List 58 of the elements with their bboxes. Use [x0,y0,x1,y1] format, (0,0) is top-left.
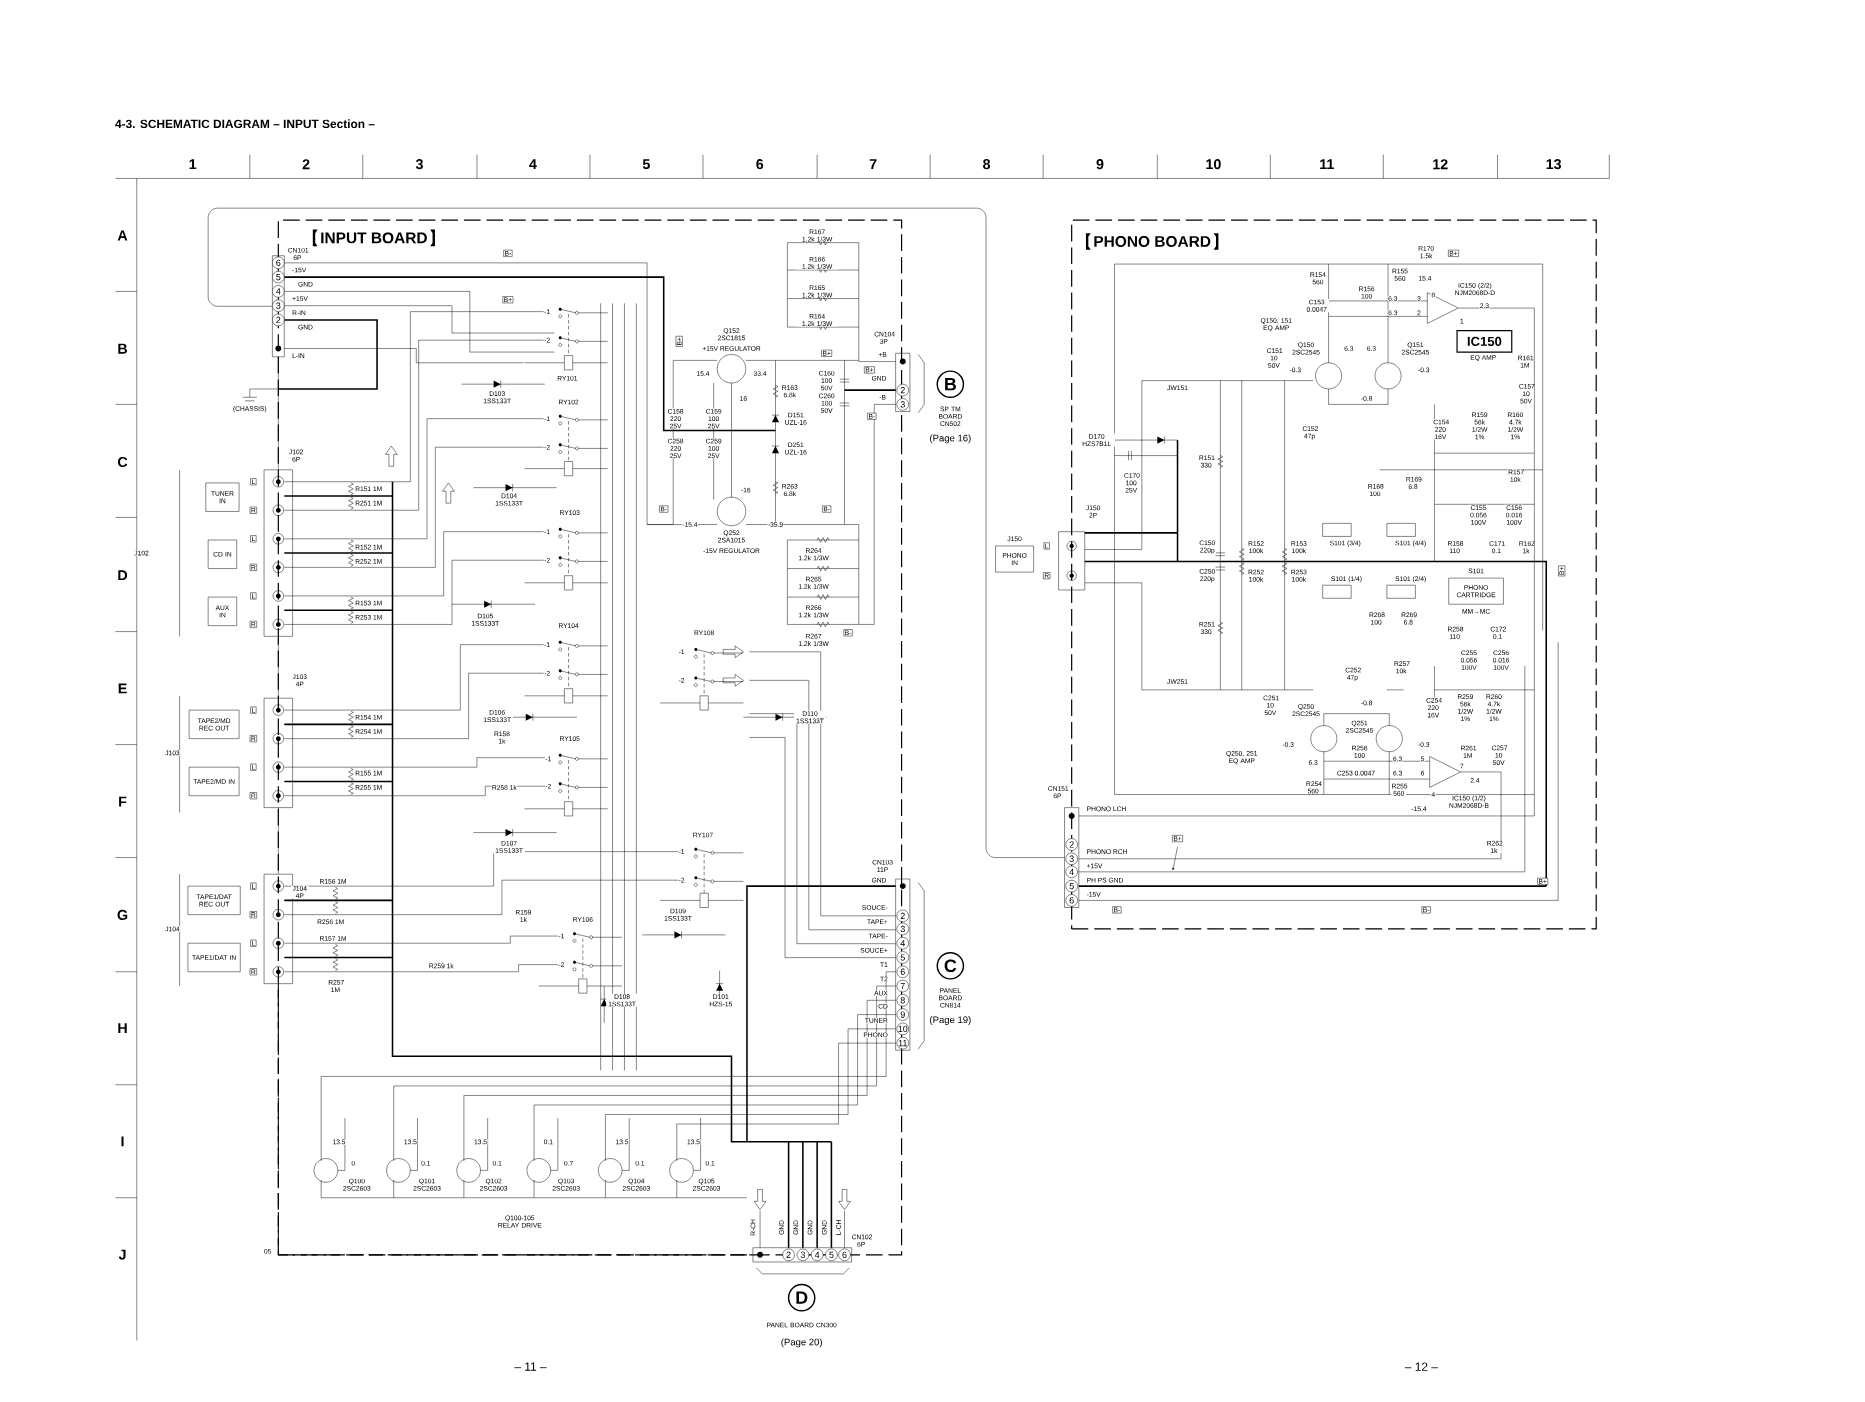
grid-reference: G [117,909,128,920]
page-number: – 12 – [1404,1362,1438,1371]
pin-number: 5 [1065,879,1078,893]
grid-reference: B [118,343,128,354]
grid-reference: 13 [1546,158,1562,170]
pin-number: 10 [896,1022,909,1035]
grid-reference: 8 [983,158,991,170]
grid-reference: 7 [869,159,877,169]
ic-label-box: IC150 [1456,329,1513,353]
pin-number: 2 [1065,838,1078,851]
pin-number: 2 [782,1248,795,1261]
grid-reference: C [117,456,128,467]
grid-reference: 12 [1433,159,1448,169]
grid-reference: I [121,1136,124,1147]
pin-number: 2 [896,909,909,922]
grid-reference: 4 [529,159,537,169]
grid-reference: 11 [1320,159,1334,169]
cable-line [207,207,1065,858]
pin-number: 5 [896,951,909,964]
pin-number: 3 [896,398,909,411]
grid-reference: 6 [756,158,764,170]
grid-reference: H [118,1023,127,1033]
grid-reference: F [119,796,127,807]
pin-number: 4 [272,285,285,298]
pin-number: 4 [1065,865,1078,878]
grid-reference: 10 [1206,158,1221,170]
grid-reference: 2 [302,159,310,169]
grid-reference: J [118,1249,126,1260]
node-label: (Page 19) [930,1015,971,1025]
node-label: (Page 20) [781,1338,822,1348]
pin-number: 11 [896,1036,909,1050]
pin-number: 6 [896,965,909,978]
title: 4-3. SCHEMATIC DIAGRAM – INPUT Section – [115,119,375,128]
grid-reference: A [117,230,128,241]
page-number: – 11 – [514,1362,547,1371]
pin-number: 5 [272,270,285,284]
pin-number: 6 [1065,894,1078,907]
grid-reference: 9 [1096,158,1104,170]
pin-number: 2 [272,313,285,326]
pin-number: 8 [896,993,909,1007]
pin-number: 6 [838,1248,851,1261]
pin-number: 6 [272,256,285,269]
grid-reference: 1 [189,159,197,169]
pin-number: 4 [896,936,909,950]
pin-number: 3 [272,299,285,312]
grid-reference: 3 [415,158,423,170]
pin-number: 7 [896,979,909,993]
grid-reference: E [118,683,127,694]
node-label: (Page 16) [930,434,971,444]
pin-number: 9 [896,1008,909,1021]
grid-reference: 5 [642,159,650,169]
pin-number: 5 [825,1248,838,1261]
pin-number: 3 [896,922,909,935]
grid-reference: D [118,570,128,580]
pin-number: 4 [810,1248,824,1261]
pin-number: 3 [1065,852,1078,865]
pin-number: 2 [896,383,909,397]
pin-number: 3 [796,1248,810,1261]
